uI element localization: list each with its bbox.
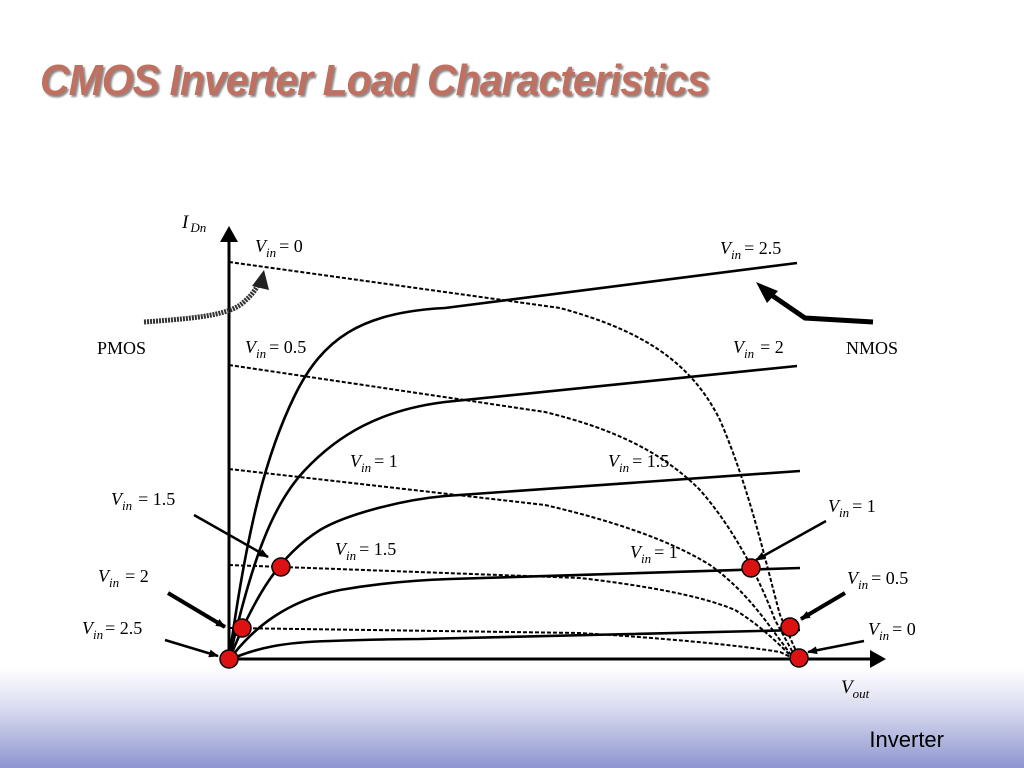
label-left-vin-2: Vin= 2 bbox=[98, 566, 149, 590]
label-nmos-vin-1.5: Vin= 1.5 bbox=[608, 451, 669, 475]
label-pmos-vin-1.5: Vin= 1.5 bbox=[335, 539, 396, 563]
label-pmos-vin-1: Vin= 1 bbox=[350, 451, 398, 475]
vin-labels: Vin= 0 Vin= 0.5 Vin= 1 Vin= 1.5 Vin= 2.5… bbox=[82, 236, 916, 643]
operating-point-left-low bbox=[232, 618, 252, 638]
arrow-left-vin-2 bbox=[166, 591, 227, 629]
pmos-curve-vin-1.5 bbox=[228, 564, 796, 661]
operating-point-right-end bbox=[789, 648, 809, 668]
nmos-curve-vin-2.5 bbox=[227, 261, 798, 661]
arrow-left-vin-1.5 bbox=[193, 513, 269, 559]
footer-label: Inverter bbox=[869, 727, 944, 752]
operating-point-right-low bbox=[780, 617, 800, 637]
nmos-label: NMOS bbox=[846, 338, 898, 358]
nmos-curve-vin-2 bbox=[227, 364, 798, 661]
pmos-curve-vin-1 bbox=[228, 468, 796, 661]
pmos-curves bbox=[228, 261, 801, 661]
label-nmos-vin-2: Vin= 2 bbox=[733, 337, 784, 361]
operating-point-right-mid bbox=[741, 558, 761, 578]
nmos-pointer-arrowhead bbox=[756, 282, 778, 303]
pmos-curve-vin-2 bbox=[228, 627, 798, 661]
operating-point-arrows bbox=[164, 513, 865, 658]
axes bbox=[220, 226, 886, 668]
nmos-pointer-arrow bbox=[768, 291, 874, 325]
arrow-right-vin-0 bbox=[807, 639, 865, 655]
nmos-curve-vin-1 bbox=[227, 566, 801, 661]
nmos-curve-vin-1.5 bbox=[227, 469, 801, 661]
label-pmos-vin-0.5: Vin= 0.5 bbox=[245, 337, 306, 361]
device-pointers bbox=[143, 270, 874, 325]
arrow-left-vin-2.5 bbox=[164, 638, 219, 658]
y-axis-arrow bbox=[220, 226, 238, 242]
label-nmos-vin-1: Vin= 1 bbox=[630, 542, 678, 566]
pmos-pointer-arrowhead bbox=[252, 270, 269, 290]
x-axis-arrow bbox=[870, 650, 886, 668]
label-left-vin-2.5: Vin= 2.5 bbox=[82, 618, 142, 642]
label-nmos-vin-2.5: Vin= 2.5 bbox=[720, 238, 781, 262]
arrow-right-vin-1 bbox=[755, 519, 827, 562]
pmos-curve-vin-0 bbox=[228, 261, 801, 661]
pmos-curve-vin-0.5 bbox=[228, 364, 798, 661]
label-left-vin-1.5: Vin= 1.5 bbox=[111, 489, 175, 513]
x-axis-label: Vout bbox=[841, 677, 870, 701]
label-pmos-vin-0: Vin= 0 bbox=[255, 236, 303, 260]
nmos-curves bbox=[227, 261, 801, 662]
nmos-curve-vin-0.5 bbox=[228, 628, 801, 662]
slide-title: CMOS Inverter Load Characteristics bbox=[40, 56, 710, 105]
label-right-vin-0.5: Vin= 0.5 bbox=[847, 568, 908, 592]
operating-points bbox=[219, 557, 809, 669]
label-right-vin-0: Vin= 0 bbox=[868, 619, 916, 643]
operating-point-origin bbox=[219, 649, 239, 669]
pmos-pointer-arrow bbox=[143, 275, 265, 325]
pmos-label: PMOS bbox=[97, 338, 146, 358]
footer-gradient-band bbox=[0, 668, 1024, 768]
label-right-vin-1: Vin= 1 bbox=[828, 496, 876, 520]
arrow-right-vin-0.5 bbox=[799, 591, 847, 621]
operating-point-left-mid bbox=[271, 557, 291, 577]
